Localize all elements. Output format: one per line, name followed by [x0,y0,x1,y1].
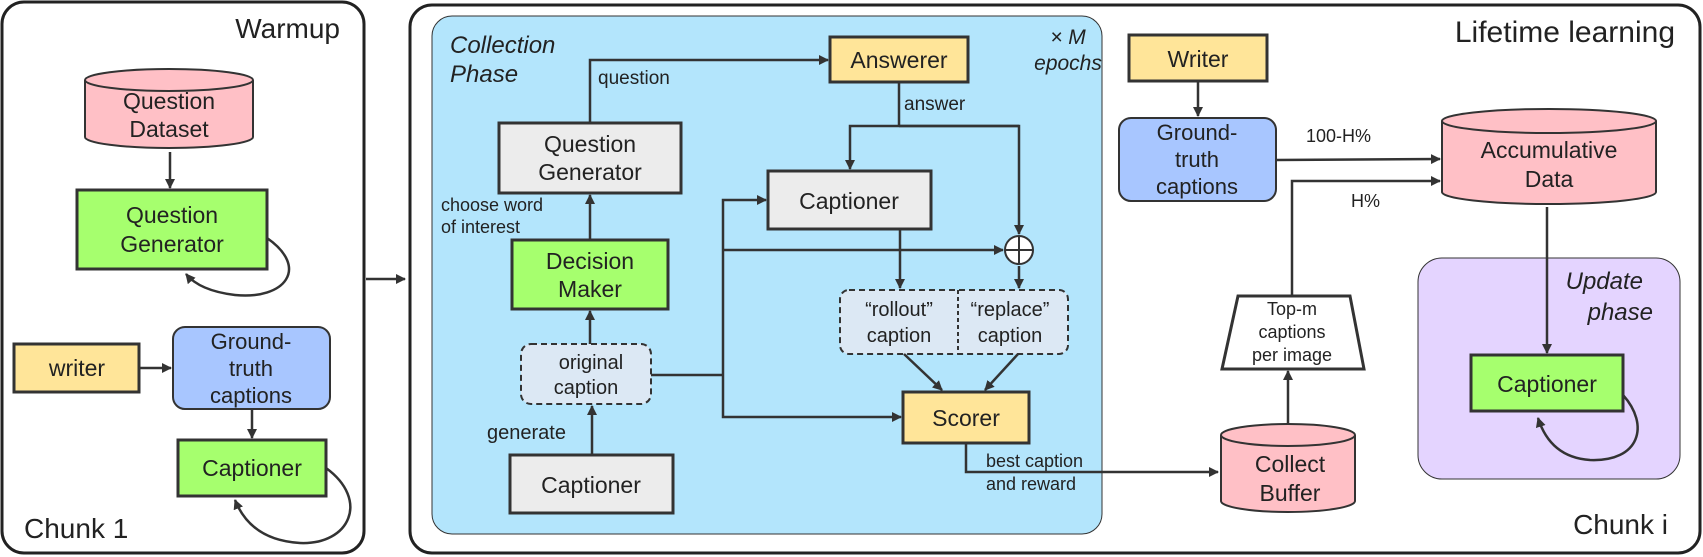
top-m-line1: Top-m [1267,299,1317,319]
scorer-node: Scorer [901,390,1031,445]
collection-phase-line1: Collection [450,32,555,59]
decision-maker-node: Decision Maker [510,238,670,311]
original-caption-node: original caption [520,343,652,405]
top-m-line3: per image [1252,345,1332,365]
epochs-line1: × M [1050,26,1086,49]
warmup-question-generator-line1: Question [126,202,218,228]
edge-generator-self-loop [185,236,291,297]
warmup-captioner: Captioner [176,438,328,498]
warmup-question-dataset-line2: Dataset [129,116,209,142]
collect-buffer: Collect Buffer [1220,423,1356,513]
collection-question-generator-line2: Generator [538,159,642,185]
warmup-question-dataset: Question Dataset [84,68,254,149]
top-m-line2: captions [1258,322,1325,342]
warmup-ground-truth-line2: truth [229,356,273,381]
warmup-writer-label: writer [48,355,106,381]
accumulative-data: Accumulative Data [1441,108,1657,205]
collection-phase-line2: Phase [450,61,518,88]
update-phase-line2: phase [1587,299,1653,326]
edge-original-to-captioner-top [721,195,767,375]
warmup-writer: writer [12,342,141,394]
replace-caption-line2: caption [978,325,1043,347]
lifetime-ground-truth-line1: Ground- [1157,120,1238,145]
replace-caption-line1: “replace” [971,299,1050,321]
original-caption-line1: original [559,352,623,374]
decision-maker-line2: Maker [558,276,622,302]
lifetime-ground-truth: Ground- truth captions [1118,117,1277,202]
edge-generator-to-answerer [588,55,829,123]
edge-topm-to-accumulative [1290,176,1441,296]
collection-question-generator-line1: Question [544,131,636,157]
original-caption-line2: caption [554,377,619,399]
warmup-chunk-label: Chunk 1 [24,513,128,544]
edge-answer-to-plus [899,124,1024,235]
warmup-title: Warmup [235,13,340,44]
epochs-line2: epochs [1034,52,1102,75]
edge-groundtruth-to-accumulative [1275,154,1441,165]
rollout-caption-line1: “rollout” [865,299,933,321]
h-edge-label: H% [1351,191,1380,211]
generate-edge-label: generate [487,422,566,444]
lifetime-chunk-label: Chunk i [1573,509,1668,540]
collection-question-generator: Question Generator [497,121,683,195]
lifetime-ground-truth-line2: truth [1175,147,1219,172]
collection-captioner-top: Captioner [766,169,933,231]
warmup-question-generator-line2: Generator [120,231,224,257]
warmup-ground-truth-line1: Ground- [211,329,292,354]
edge-original-to-scorer [721,375,902,422]
edge-scorer-to-buffer [964,443,1219,477]
decision-maker-line1: Decision [546,248,634,274]
warmup-ground-truth-line3: captions [210,383,292,408]
combine-plus-icon [1004,235,1034,265]
rollout-caption-line2: caption [867,325,932,347]
collection-captioner-top-label: Captioner [799,188,899,214]
answerer-label: Answerer [850,47,947,73]
collect-buffer-line2: Buffer [1260,480,1321,506]
warmup-panel: Warmup Chunk 1 Question Dataset Question… [0,0,366,555]
update-phase-line1: Update [1566,268,1643,295]
answer-edge-label: answer [904,94,966,115]
collection-captioner-bottom: Captioner [508,453,675,515]
lifetime-writer-label: Writer [1168,46,1229,72]
collection-captioner-bottom-label: Captioner [541,472,641,498]
edge-replace-to-scorer [984,353,1019,391]
accumulative-line2: Data [1525,166,1574,192]
edge-captioner-self-loop [233,466,352,545]
warmup-captioner-label: Captioner [202,455,302,481]
choose-word-line2: of interest [441,217,520,237]
lifetime-panel: Lifetime learning Chunk i Collection Pha… [408,3,1702,555]
best-caption-line1: best caption [986,451,1083,471]
lifetime-title: Lifetime learning [1455,16,1675,49]
top-m-filter: Top-m captions per image [1220,294,1366,371]
update-captioner-label: Captioner [1497,371,1597,397]
rollout-replace-group: “rollout” caption “replace” caption [839,289,1069,355]
update-captioner: Captioner [1469,353,1625,413]
best-caption-line2: and reward [986,474,1076,494]
edge-rollout-to-scorer [903,353,943,391]
edge-update-captioner-self-loop [1535,394,1639,462]
warmup-question-dataset-line1: Question [123,88,215,114]
accumulative-line1: Accumulative [1481,137,1618,163]
scorer-label: Scorer [932,405,1000,431]
answerer-node: Answerer [828,35,970,84]
choose-word-line1: choose word [441,195,543,215]
h100-edge-label: 100-H% [1306,126,1371,146]
question-edge-label: question [598,68,670,89]
lifetime-ground-truth-line3: captions [1156,174,1238,199]
lifetime-writer: Writer [1127,33,1269,83]
collect-buffer-line1: Collect [1255,451,1326,477]
warmup-ground-truth: Ground- truth captions [172,326,331,410]
warmup-question-generator: Question Generator [75,188,269,271]
